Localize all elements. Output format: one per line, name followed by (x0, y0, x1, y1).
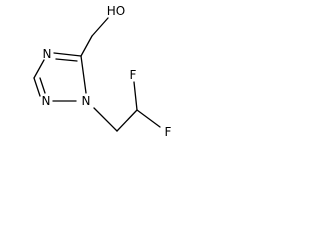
atom-label-hydroxyl: HO (107, 4, 125, 18)
bond-chf2-f-right (136, 109, 161, 128)
bond-ch2-chf2 (116, 109, 138, 132)
bond-c3-n2-inner (39, 77, 46, 94)
atom-labels: HO N N N F F (42, 4, 172, 139)
bond-c5-n4-inner (55, 58, 78, 62)
atom-label-f-left: F (130, 68, 137, 82)
bond-n1-ch2 (93, 107, 118, 132)
atom-label-n2: N (42, 94, 51, 108)
molecule-structure-diagram: HO N N N F F (33, 4, 172, 139)
bond-c5-n4-outer (53, 52, 82, 57)
bond-n4-c3 (33, 59, 45, 79)
bond-ch2-c5 (80, 35, 93, 57)
bond-n1-c5 (80, 55, 87, 94)
atom-label-n4: N (43, 47, 52, 61)
bond-c3-n2-outer (33, 77, 41, 97)
bonds (33, 17, 161, 132)
bond-chf2-f-left (133, 81, 138, 111)
bond-oh-ch2 (91, 17, 109, 37)
atom-label-f-right: F (165, 125, 172, 139)
atom-label-n1: N (82, 94, 91, 108)
